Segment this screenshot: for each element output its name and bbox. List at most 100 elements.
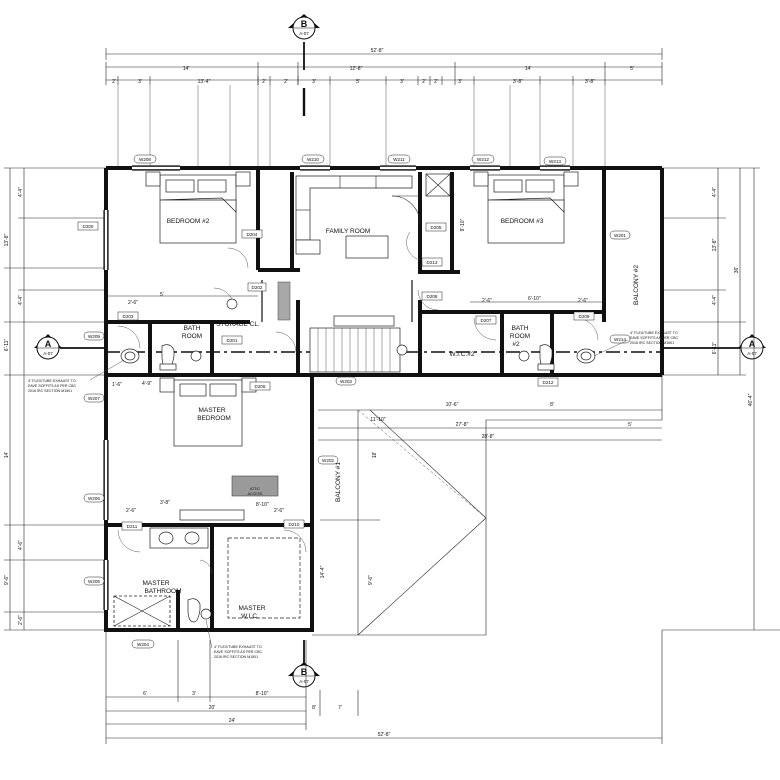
dim-right-2: 4'-4" [712,295,718,305]
dim-5: 5' [628,422,632,428]
tag-w212: W212 [477,157,489,162]
dim-row-7: 3' [400,79,404,85]
note-right-3: 2016 IRC SECTION M1501 [630,341,674,345]
note-right-1: 4" FLEX/TUBE EXHAUST TO [630,331,678,335]
tag-w207: W207 [88,396,100,401]
window-openings [104,166,570,610]
label-master-wic-2: W.I.C. [241,613,259,620]
dim-top-right: 14' [525,66,532,72]
dim-row-5: 3' [312,79,316,85]
exhaust-fans [190,298,530,620]
dim-2-6a: 2'-6" [128,300,138,306]
dim-left-2: 4'-4" [18,295,24,305]
bed-bedroom3 [473,171,579,244]
tag-d204: D204 [247,232,258,237]
dim-2-6c: 2'-6" [578,298,588,304]
tag-d200: D200 [83,224,94,229]
dim-overall-top: 52'-8" [371,48,384,54]
dim-bottom-24: 24' [229,718,236,724]
note-bottom-1: 4" FLEX/TUBE EXHAUST TO [214,645,262,649]
dim-2-6e: 2'-6" [274,508,284,514]
dim-row-9: 2' [434,79,438,85]
dim-9-10: 9'-10" [460,218,466,231]
dim-row-10: 3' [458,79,462,85]
note-bottom-3: 2016 IRC SECTION M1501 [214,655,258,659]
marker-left-sheet: A-07 [43,351,53,356]
stairs [309,315,401,373]
dim-bottom-mid: 8'-10" [256,691,269,697]
dim-row-12: 3'-8" [585,79,595,85]
tag-w202: W202 [322,458,334,463]
section-marker-bottom: B A-07 [288,640,320,688]
tag-w203: W203 [340,379,352,384]
label-balcony1: BALCONY #1 [335,462,342,502]
dim-8-10: 8'-10" [256,502,269,508]
exhaust-notes: 4" FLEX/TUBE EXHAUST TO EAVE SOFFITS AS … [28,331,678,659]
left-dimensions: 13'-8" 4'-4" 4'-4" 6'-11" 14' 4'-6" 9'-6… [4,167,106,631]
dim-2-6b: 2'-6" [482,298,492,304]
dim-4-9: 4'-9" [142,381,152,387]
label-master-bathroom-2: BATHROOM [144,588,181,595]
dim-5-left: 5' [160,292,164,298]
section-marker-left: A A-07 [34,334,106,360]
tag-d211: D211 [127,524,138,529]
tag-d208: D208 [427,294,438,299]
tag-d207: D207 [481,318,492,323]
tag-d202: D202 [252,285,263,290]
tag-w205: W205 [88,579,100,584]
note-left-1: 4" FLEX/TUBE EXHAUST TO [28,379,76,383]
label-master-wic-1: MASTER [238,605,265,612]
label-bath-left-1: BATH [184,325,201,332]
dim-28-8: 28'-8" [482,434,495,440]
master-wic-shelves [227,537,301,619]
dim-11-10: 11'-10" [370,417,385,423]
attic-label-1: ATTIC [250,487,261,491]
dim-left-3: 6'-11" [4,339,10,352]
tag-d203: D203 [123,314,134,319]
dim-right-overall: 36' [734,267,740,274]
dim-left-1: 4'-4" [18,187,24,197]
dim-left-7: 2'-6" [18,615,24,625]
marker-right-sheet: A-07 [747,351,757,356]
right-dimensions: 4'-4" 13'-8" 4'-4" 6'-11" 36' 46'-4" [662,167,760,630]
dim-left-4: 14' [4,452,10,459]
chase-hatch [277,281,291,321]
label-bath-left-2: ROOM [182,333,202,340]
dim-row-8: 2' [422,79,426,85]
dim-bottom-20: 20' [209,705,216,711]
roof-outline: 11'-10" 27'-8" 28'-8" 5' 8' 10'-6" 18' 9… [312,374,780,636]
dim-bottom-overall: 52'-8" [378,732,391,738]
tag-d213: D213 [427,260,438,265]
dim-left-6: 9'-6" [4,575,10,585]
bath-right-fixtures [537,344,596,371]
dim-bottom-8: 8' [312,705,316,711]
note-left-3: 2016 IRC SECTION M1501 [28,389,72,393]
bath-left-fixtures [120,344,177,371]
label-bedroom2: BEDROOM #2 [167,218,210,225]
dim-9-6b: 9'-6" [368,575,374,585]
dim-bottom-7: 7' [338,705,342,711]
tag-w204: W204 [137,642,149,647]
tag-d201: D201 [227,338,238,343]
label-wic2: W.I.C.#2 [450,351,475,358]
label-master-bedroom-2: BEDROOM [197,415,231,422]
label-bath-right-2: ROOM [510,333,530,340]
tag-w210: W210 [307,157,319,162]
dim-row-3: 2' [262,79,266,85]
label-master-bedroom-1: MASTER [198,407,225,414]
dim-bottom-3: 3' [192,691,196,697]
bottom-dimensions: 6' 3' 8'-10" 20' 24' 52'-8" 8' 7' [105,630,663,744]
section-marker-right: A A-07 [662,334,766,360]
dim-left-5: 4'-6" [18,540,24,550]
bed-bedroom2 [145,171,251,244]
marker-top-sheet: A-07 [299,31,309,36]
dim-6-10: 6'-10" [528,296,541,302]
tag-w208: W208 [139,157,151,162]
tag-w211: W211 [393,157,405,162]
window-door-tags: W208 W210 W211 W212 W213 W209 W207 W206 … [77,154,631,649]
label-family-room: FAMILY ROOM [326,228,371,235]
dim-3-8: 3'-8" [160,500,170,506]
dim-row-6: 5' [356,79,360,85]
section-marker-top: B A-07 [288,14,320,70]
